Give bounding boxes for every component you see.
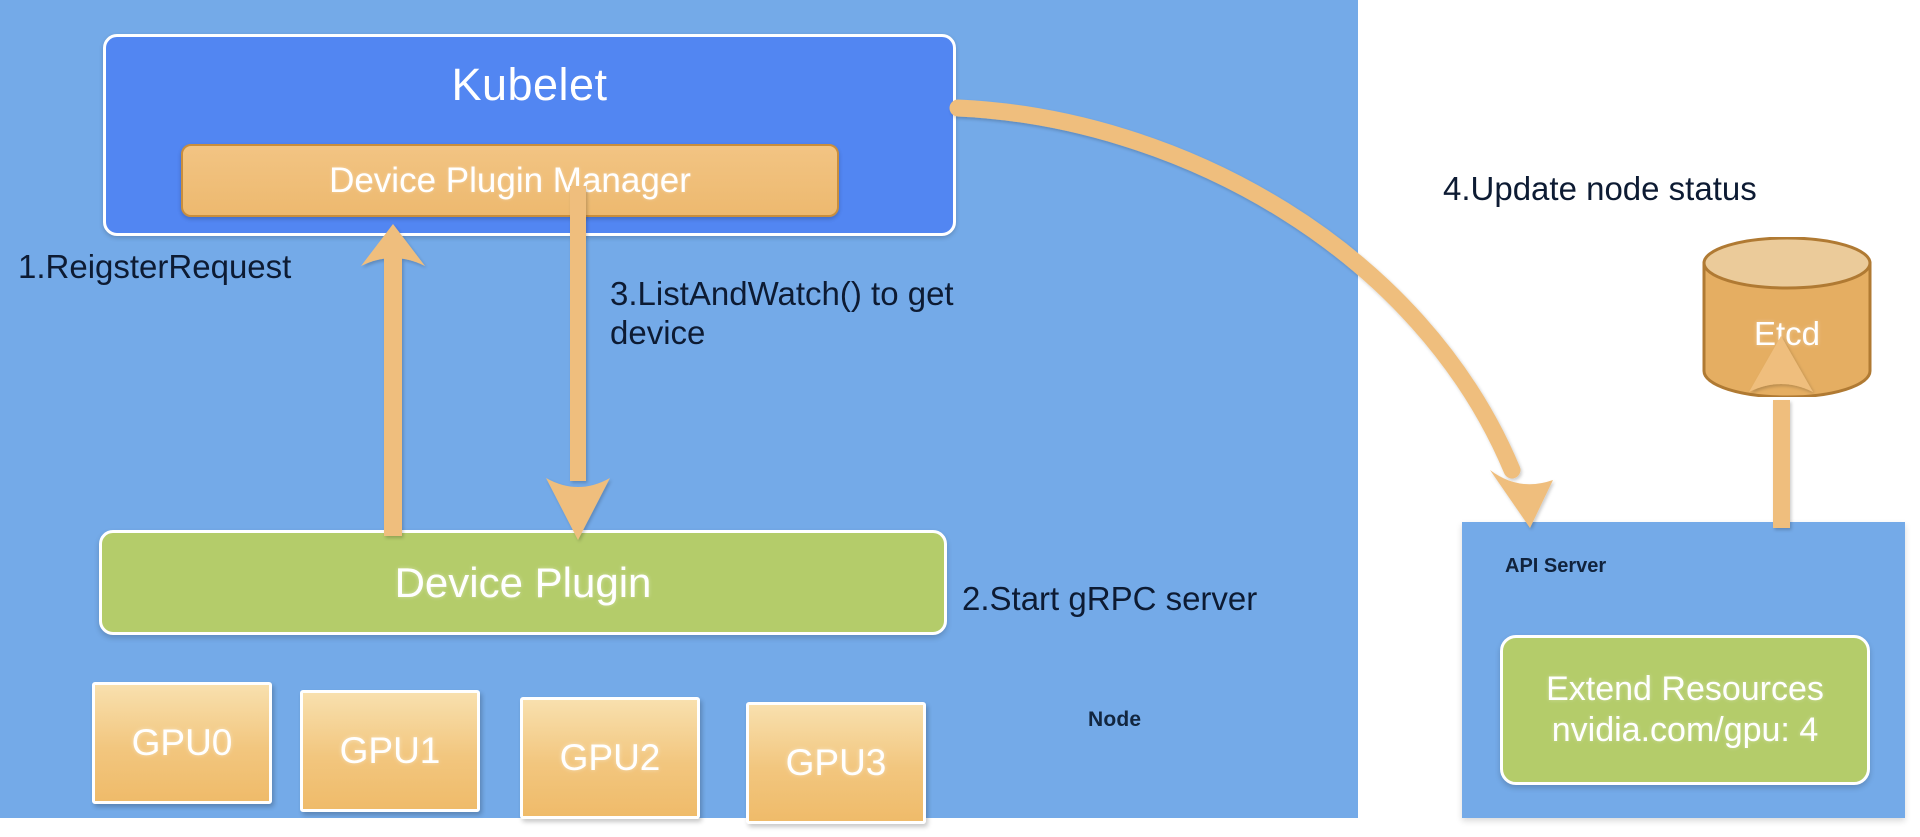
- step-2-label: 2.Start gRPC server: [962, 580, 1258, 617]
- gpu-label: GPU0: [131, 722, 233, 763]
- gpu-label: GPU3: [785, 742, 887, 783]
- gpu-box-1[interactable]: GPU1: [300, 690, 480, 812]
- etcd-cylinder[interactable]: Etcd: [1700, 236, 1874, 399]
- device-plugin-label: Device Plugin: [394, 558, 652, 606]
- api-server-label: API Server: [1505, 555, 1607, 577]
- gpu-box-3[interactable]: GPU3: [746, 702, 926, 824]
- extend-resources-line-1: Extend Resources: [1546, 670, 1824, 709]
- device-plugin-box[interactable]: Device Plugin: [99, 530, 947, 635]
- gpu-label: GPU2: [559, 737, 661, 778]
- step-3-label: 3.ListAndWatch() to get device: [610, 275, 954, 351]
- node-panel: Kubelet Device Plugin Manager Device Plu…: [0, 0, 1358, 824]
- api-server-panel[interactable]: API Server Extend Resources nvidia.com/g…: [1462, 522, 1905, 818]
- kubelet-title: Kubelet: [451, 59, 608, 110]
- kubelet-box[interactable]: Kubelet Device Plugin Manager: [103, 34, 956, 236]
- device-plugin-manager-box[interactable]: Device Plugin Manager: [181, 144, 839, 217]
- gpu-box-2[interactable]: GPU2: [520, 697, 700, 819]
- gpu-box-0[interactable]: GPU0: [92, 682, 272, 804]
- device-plugin-manager-label: Device Plugin Manager: [329, 160, 691, 200]
- gpu-label: GPU1: [339, 730, 441, 771]
- node-label: Node: [1088, 708, 1142, 731]
- extend-resources-line-2: nvidia.com/gpu: 4: [1551, 711, 1819, 749]
- etcd-shape-icon: [1702, 236, 1872, 399]
- extend-resources-box[interactable]: Extend Resources nvidia.com/gpu: 4: [1500, 635, 1870, 785]
- step-1-label: 1.ReigsterRequest: [18, 248, 292, 285]
- step-4-label: 4.Update node status: [1443, 170, 1757, 207]
